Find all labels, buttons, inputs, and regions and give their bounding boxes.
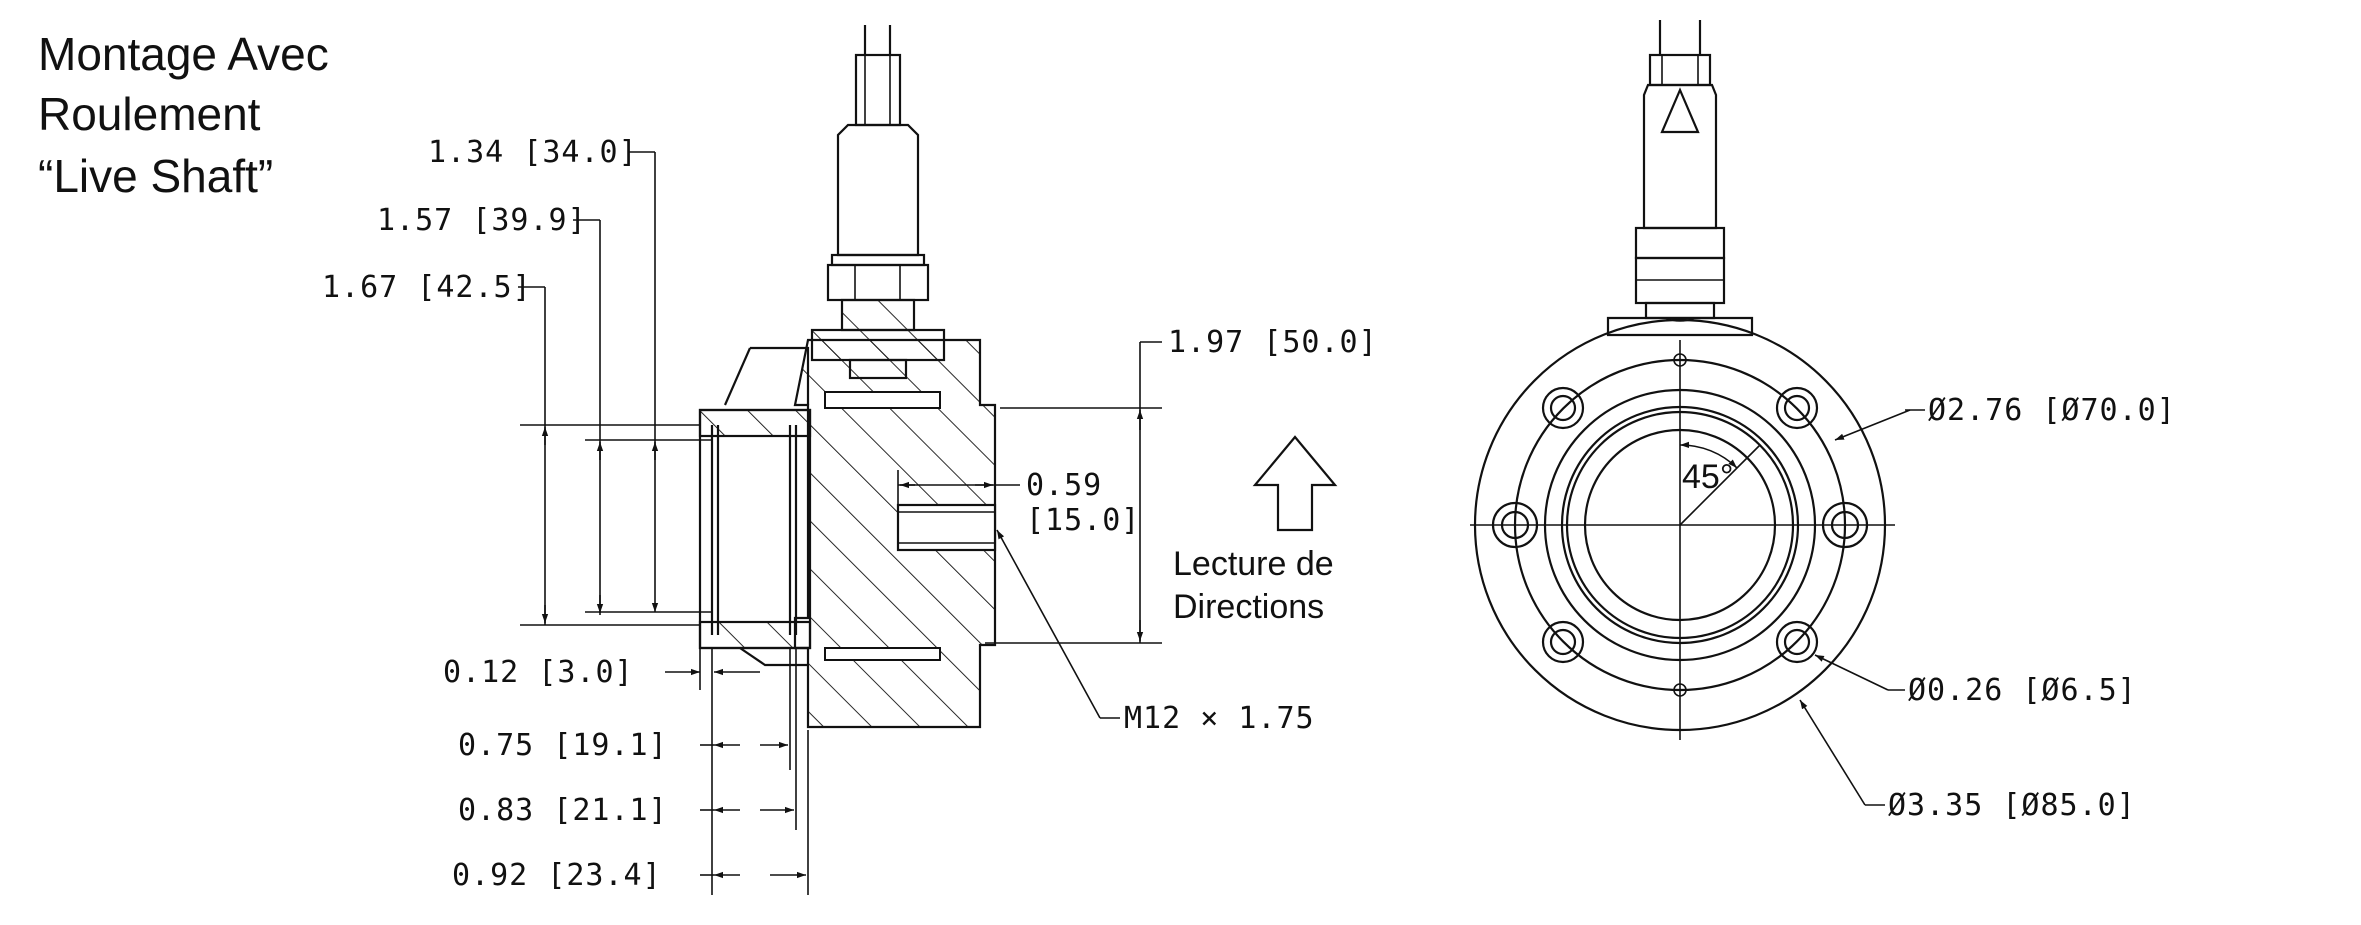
title-line-3: “Live Shaft” <box>38 150 273 202</box>
dim-widths <box>665 648 809 895</box>
flange-top <box>698 408 812 438</box>
dim-0-83: 0.83 [21.1] <box>458 793 668 828</box>
dim-0-12: 0.12 [3.0] <box>443 655 634 690</box>
dim-heights <box>518 151 712 626</box>
angle-label: 45° <box>1682 458 1733 496</box>
side-cable <box>810 25 946 380</box>
dim-1-97: 1.97 [50.0] <box>1168 325 1378 360</box>
dim-0-59: 0.59 <box>1026 468 1102 503</box>
dim-1-57: 1.57 [39.9] <box>377 203 587 238</box>
title-line-2: Roulement <box>38 88 261 140</box>
dim-1-67: 1.67 [42.5] <box>322 270 532 305</box>
title-block: Montage Avec Roulement “Live Shaft” <box>38 28 329 202</box>
reading-direction: Lecture de Directions <box>1173 435 1338 626</box>
dim-0-92: 0.92 [23.4] <box>452 858 662 893</box>
dim-dia-3-35: Ø3.35 [Ø85.0] <box>1888 788 2136 823</box>
flange-bottom <box>698 620 812 650</box>
dim-0-59-mm: [15.0] <box>1026 503 1140 538</box>
title-line-1: Montage Avec <box>38 28 329 80</box>
dim-dia-0-26: Ø0.26 [Ø6.5] <box>1908 673 2137 708</box>
side-studs <box>1491 501 1869 549</box>
dim-thread: M12 × 1.75 <box>1124 701 1315 736</box>
side-view: 1.34 [34.0] 1.57 [39.9] 1.67 [42.5] 1.97… <box>322 25 1378 895</box>
dim-dia-2-76: Ø2.76 [Ø70.0] <box>1928 393 2176 428</box>
reading-direction-arrow-icon <box>1252 435 1338 532</box>
dim-0-75: 0.75 [19.1] <box>458 728 668 763</box>
reading-direction-line-1: Lecture de <box>1173 545 1334 583</box>
bolt-holes <box>1541 386 1819 664</box>
reading-direction-line-2: Directions <box>1173 588 1324 626</box>
dim-1-97-lines <box>985 341 1162 644</box>
dim-0-59-lines <box>897 470 1020 505</box>
front-view: 45° Ø2.76 [Ø70.0] Ø0.26 [Ø6.5] Ø3.35 [Ø8… <box>1470 20 2176 823</box>
dim-1-34: 1.34 [34.0] <box>428 135 638 170</box>
side-body-section <box>793 338 997 729</box>
